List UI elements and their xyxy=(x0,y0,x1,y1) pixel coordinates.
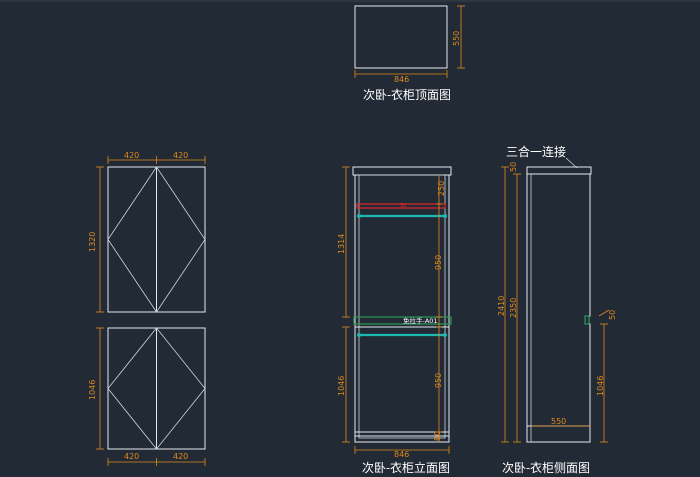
cabinet-inner xyxy=(358,174,446,439)
side-view: 三合一连接 2410 2350 50 1046 50 550 次卧-衣柜侧面图 xyxy=(497,144,617,475)
side-view-title: 次卧-衣柜侧面图 xyxy=(502,460,590,475)
top-width-dim: 846 xyxy=(394,75,409,84)
top-panel xyxy=(352,166,452,176)
right-door-opening-mark xyxy=(156,327,206,450)
right-door-opening-mark xyxy=(156,166,206,313)
door-top-left-dim: 420 xyxy=(124,151,139,160)
rod-end xyxy=(443,214,447,218)
annotation-leader xyxy=(565,157,578,169)
side-notch-leader xyxy=(598,309,610,317)
elev-bottom-dim: 80 xyxy=(433,431,442,441)
door-top-right-dim: 420 xyxy=(173,151,188,160)
side-total-dim: 2410 xyxy=(497,296,506,316)
red-strip xyxy=(356,203,446,209)
elev-lower-inner-dim: 950 xyxy=(434,373,443,388)
red-strip-label: 50 xyxy=(400,203,406,209)
rod-end xyxy=(357,333,361,337)
side-top-panel xyxy=(526,166,592,175)
cabinet-elevation: 50 免拉手-A01 1314 1046 250 950 950 80 xyxy=(337,166,452,475)
left-door-opening-mark xyxy=(107,166,157,313)
top-view-title: 次卧-衣柜顶面图 xyxy=(363,87,451,102)
side-body-dim: 2350 xyxy=(509,298,518,318)
elev-width-dim: 846 xyxy=(394,450,409,459)
elev-top-gap-dim: 250 xyxy=(437,181,446,196)
side-depth-dim: 550 xyxy=(551,417,566,426)
left-door-opening-mark xyxy=(107,327,157,450)
door-upper-height-dim: 1320 xyxy=(88,232,97,252)
side-body-outline xyxy=(526,174,591,443)
side-small-top-dim: 50 xyxy=(509,162,518,172)
elev-lower-height-dim: 1046 xyxy=(337,376,346,396)
elevation-title: 次卧-衣柜立面图 xyxy=(362,460,450,475)
top-depth-dim: 550 xyxy=(452,31,461,46)
door-lower-height-dim: 1046 xyxy=(88,380,97,400)
handle-label: 免拉手-A01 xyxy=(403,316,438,325)
side-lower-dim: 1046 xyxy=(596,376,605,396)
elev-upper-height-dim: 1314 xyxy=(337,234,346,254)
side-notch-dim: 50 xyxy=(608,310,617,320)
top-view-outline xyxy=(354,5,448,69)
top-view: 846 550 次卧-衣柜顶面图 xyxy=(354,5,465,102)
three-in-one-label: 三合一连接 xyxy=(506,144,566,159)
elev-upper-inner-dim: 950 xyxy=(434,255,443,270)
side-handle-notch xyxy=(584,315,590,325)
middle-shelf-handle xyxy=(353,316,452,325)
rod-end xyxy=(357,214,361,218)
door-elevation: 420 420 420 420 1320 1046 xyxy=(88,151,206,466)
rod-end xyxy=(443,333,447,337)
door-bottom-left-dim: 420 xyxy=(124,452,139,461)
door-bottom-right-dim: 420 xyxy=(173,452,188,461)
